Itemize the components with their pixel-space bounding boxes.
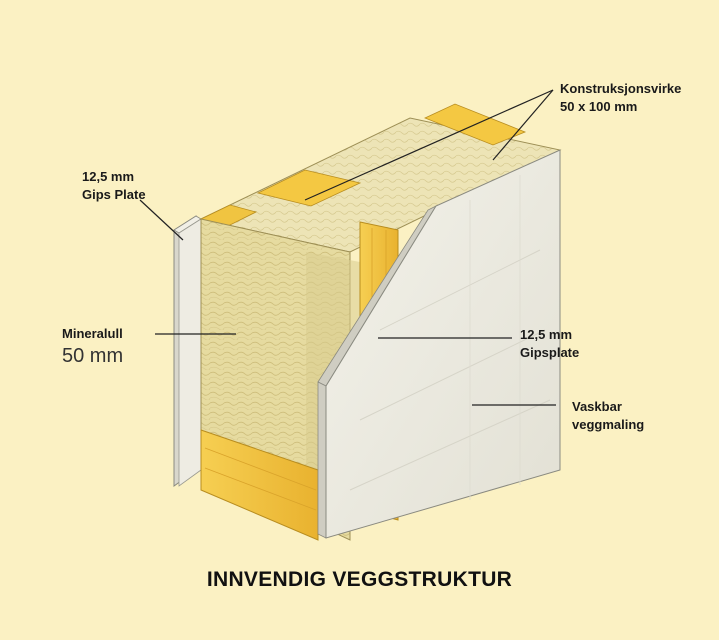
label-right-gypsum-line1: 12,5 mm <box>520 327 573 342</box>
diagram-title: INNVENDIG VEGGSTRUKTUR <box>206 568 513 591</box>
leader-stud-a <box>304 89 554 201</box>
leader-lines <box>139 89 556 406</box>
label-washable-paint: Vaskbar veggmaling <box>572 398 644 434</box>
label-mineral-wool-thickness: 50 mm <box>62 345 124 367</box>
label-right-gypsum-line2: Gipsplate <box>520 345 580 360</box>
label-construction-timber-line1: Konstruksjonsvirke <box>560 81 682 96</box>
label-left-gypsum-line1: 12,5 mm <box>82 169 135 184</box>
label-mineral-wool-line1: Mineralull <box>62 326 123 341</box>
label-washable-paint-line2: veggmaling <box>572 417 645 432</box>
label-left-gypsum: 12,5 mm Gips Plate <box>82 168 146 204</box>
bottom-plate <box>200 429 319 541</box>
leader-gips-left <box>139 199 184 241</box>
right-gypsum-board <box>317 149 561 539</box>
label-construction-timber-line2: 50 x 100 mm <box>560 99 638 114</box>
label-right-gypsum: 12,5 mm Gipsplate <box>520 326 579 362</box>
label-mineral-wool: Mineralull 50 mm <box>62 325 123 369</box>
label-washable-paint-line1: Vaskbar <box>572 399 622 414</box>
label-left-gypsum-line2: Gips Plate <box>82 187 146 202</box>
left-gypsum-board <box>173 215 202 487</box>
leader-stud-b <box>492 89 554 161</box>
wall-top-face <box>199 103 562 253</box>
label-construction-timber: Konstruksjonsvirke 50 x 100 mm <box>560 80 681 116</box>
